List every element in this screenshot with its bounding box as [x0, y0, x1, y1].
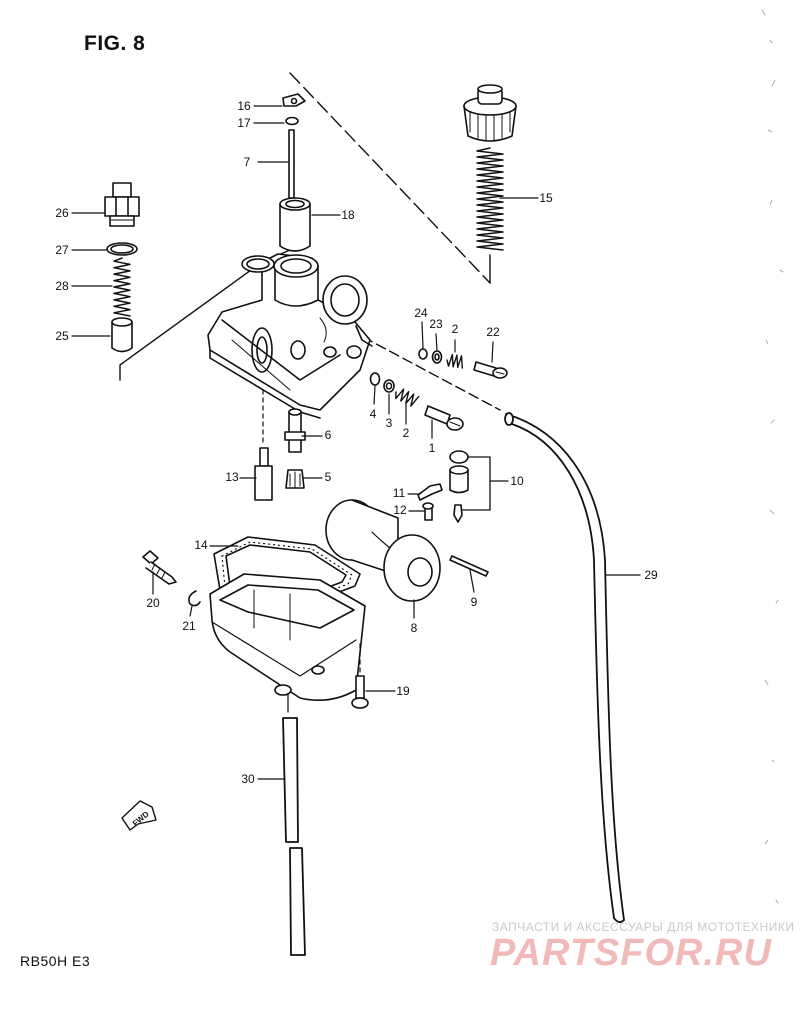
callout-label-7: 7	[244, 155, 251, 169]
callout-label-2a: 2	[452, 322, 459, 336]
callout-label-8: 8	[411, 621, 418, 635]
part-16-clip	[282, 93, 306, 107]
fwd-arrow: FWD	[121, 800, 157, 831]
part-2a-spring	[446, 353, 463, 369]
leader-line-4	[373, 385, 376, 405]
float-chamber-bowl	[209, 573, 366, 701]
callout-label-28: 28	[55, 279, 69, 293]
callout-label-27: 27	[55, 243, 69, 257]
callout-label-6: 6	[325, 428, 332, 442]
part-9-float-pin	[449, 555, 489, 577]
part-4-washer	[369, 372, 381, 386]
part-11-float-arm	[417, 483, 443, 501]
part-10-float-valve	[449, 450, 491, 523]
callout-label-26: 26	[55, 206, 69, 220]
callout-label-1: 1	[429, 441, 436, 455]
callout-label-9: 9	[471, 595, 478, 609]
part-20-screw	[142, 550, 177, 585]
part-18-throttle-valve	[279, 197, 311, 252]
part-1-screw	[424, 405, 464, 431]
leader-line-23	[435, 333, 438, 351]
leader-line-9	[469, 569, 475, 593]
part-7-jet-needle	[288, 129, 295, 207]
callout-leaders	[71, 105, 641, 780]
part-19-screw	[351, 643, 369, 709]
callout-label-4: 4	[370, 407, 377, 421]
callout-label-24: 24	[414, 306, 428, 320]
callout-label-12: 12	[393, 503, 407, 517]
carburetor-body	[207, 253, 373, 419]
part-23-ring	[431, 350, 443, 364]
callout-label-2b: 2	[403, 426, 410, 440]
callout-label-10: 10	[510, 474, 524, 488]
callout-label-14: 14	[194, 538, 208, 552]
callout-label-5: 5	[325, 470, 332, 484]
part-5-main-jet	[285, 469, 305, 489]
callout-label-15: 15	[539, 191, 553, 205]
part-8-float	[325, 499, 441, 602]
part-12-pin	[422, 502, 434, 521]
callout-label-23: 23	[429, 317, 443, 331]
callout-label-21: 21	[182, 619, 196, 633]
part-22-screw	[473, 361, 508, 379]
leader-line-22	[491, 341, 494, 363]
part-21-clip	[188, 590, 201, 607]
part-3-ring	[383, 379, 395, 393]
part-13-pilot-jet	[254, 447, 273, 501]
figure-title: FIG. 8	[84, 32, 146, 55]
callout-label-18: 18	[341, 208, 355, 222]
part-15-cap-spring	[463, 84, 517, 251]
part-25-plunger	[111, 317, 133, 353]
model-code: RB50H E3	[20, 953, 91, 969]
leader-line-24	[421, 321, 424, 349]
callout-label-3: 3	[386, 416, 393, 430]
callout-label-11: 11	[393, 486, 406, 500]
leader-line-21	[189, 605, 193, 617]
callout-label-13: 13	[225, 470, 239, 484]
part-29-overflow-hose	[504, 412, 625, 923]
part-27-oring	[106, 242, 138, 256]
scan-edge-noise	[761, 9, 784, 904]
callout-label-22: 22	[486, 325, 500, 339]
part-6-needle-jet	[284, 408, 306, 453]
watermark-brand: PARTSFOR.RU	[490, 932, 772, 974]
part-2b-spring	[395, 388, 420, 407]
watermark-caption: ЗАПЧАСТИ И АКСЕССУАРЫ ДЛЯ МОТОТЕХНИКИ	[492, 920, 795, 934]
callout-label-25: 25	[55, 329, 69, 343]
callout-label-19: 19	[396, 684, 410, 698]
callout-label-30: 30	[241, 772, 255, 786]
part-26-fitting	[104, 182, 140, 227]
part-24-washer	[418, 348, 428, 360]
part-28-spring	[113, 257, 131, 317]
callout-label-29: 29	[644, 568, 658, 582]
callout-label-20: 20	[146, 596, 160, 610]
callout-label-17: 17	[237, 116, 251, 130]
callout-label-16: 16	[237, 99, 251, 113]
callout-labels: 1223456789101112131415161718192021222324…	[55, 99, 658, 786]
part-30-drain-hose	[282, 693, 306, 956]
part-17-ring	[285, 116, 299, 126]
